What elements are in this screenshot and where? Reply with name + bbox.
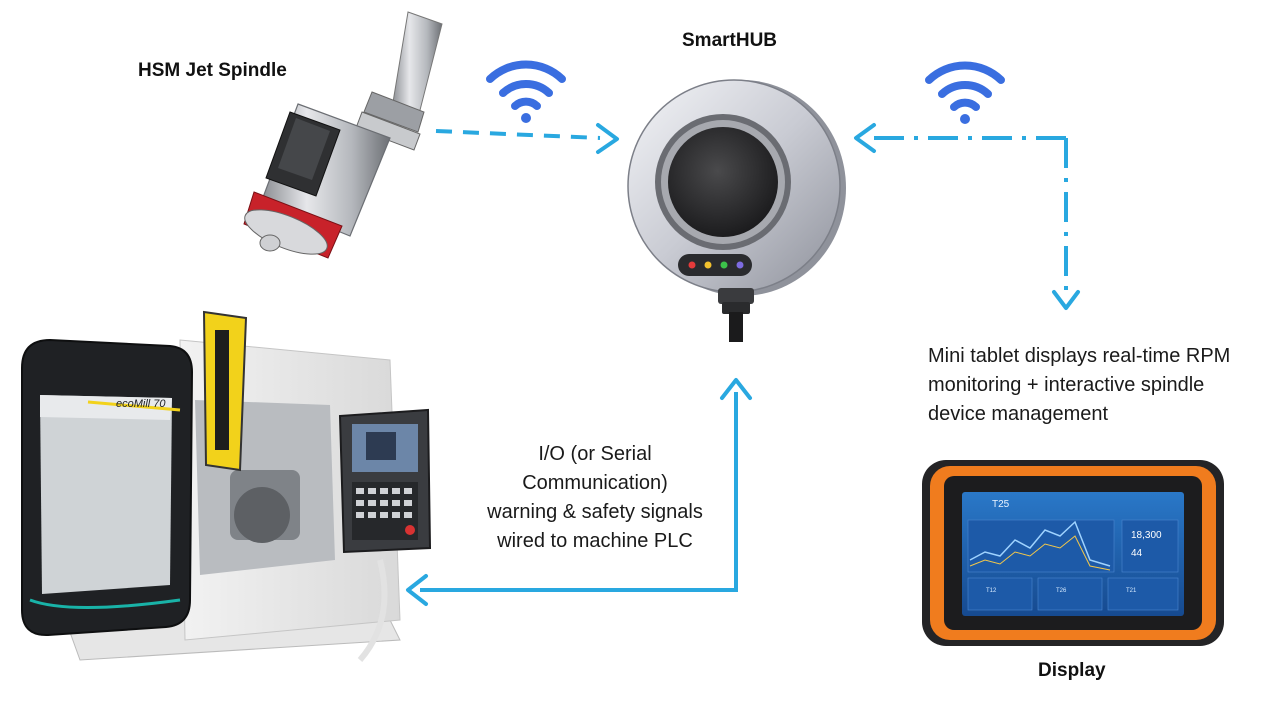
display-label: Display	[1038, 660, 1106, 681]
wifi-dot	[521, 113, 531, 123]
tablet-description-line: monitoring + interactive spindle	[928, 374, 1205, 396]
spindle-image	[243, 11, 443, 259]
tablet-rpm-value: 18,300	[1131, 530, 1162, 541]
io-description: I/O (or Serial Communication) warning & …	[470, 440, 720, 556]
io-description-line: I/O (or Serial	[538, 443, 652, 465]
tablet-image	[922, 460, 1224, 646]
arrow-spindle-to-hub	[435, 123, 619, 154]
arrow-hub-to-machine	[406, 378, 752, 606]
tablet-tile-label: T12	[986, 588, 997, 594]
wifi-icon	[486, 60, 566, 110]
io-description-line: wired to machine PLC	[497, 530, 693, 552]
hub-label: SmartHUB	[682, 30, 778, 51]
wifi-dot	[960, 114, 970, 124]
smarthub-image	[627, 79, 846, 342]
cnc-machine-image	[21, 310, 432, 662]
io-description-line: Communication)	[522, 472, 668, 494]
tablet-tile-label: T26	[1056, 588, 1067, 594]
arrow-hub-to-tablet	[854, 123, 1080, 310]
tablet-secondary-value: 44	[1131, 548, 1143, 559]
tablet-screen-title: T25	[992, 499, 1010, 510]
tablet-description-line: Mini tablet displays real-time RPM	[928, 345, 1231, 367]
io-description-line: warning & safety signals	[487, 501, 703, 523]
wifi-icon	[925, 61, 1005, 111]
tablet-tile-label: T21	[1126, 588, 1137, 594]
spindle-label: HSM Jet Spindle	[138, 60, 287, 81]
tablet-description: Mini tablet displays real-time RPM monit…	[928, 342, 1278, 429]
tablet-description-line: device management	[928, 403, 1109, 425]
machine-brand-label: ecoMill 70	[116, 398, 166, 410]
